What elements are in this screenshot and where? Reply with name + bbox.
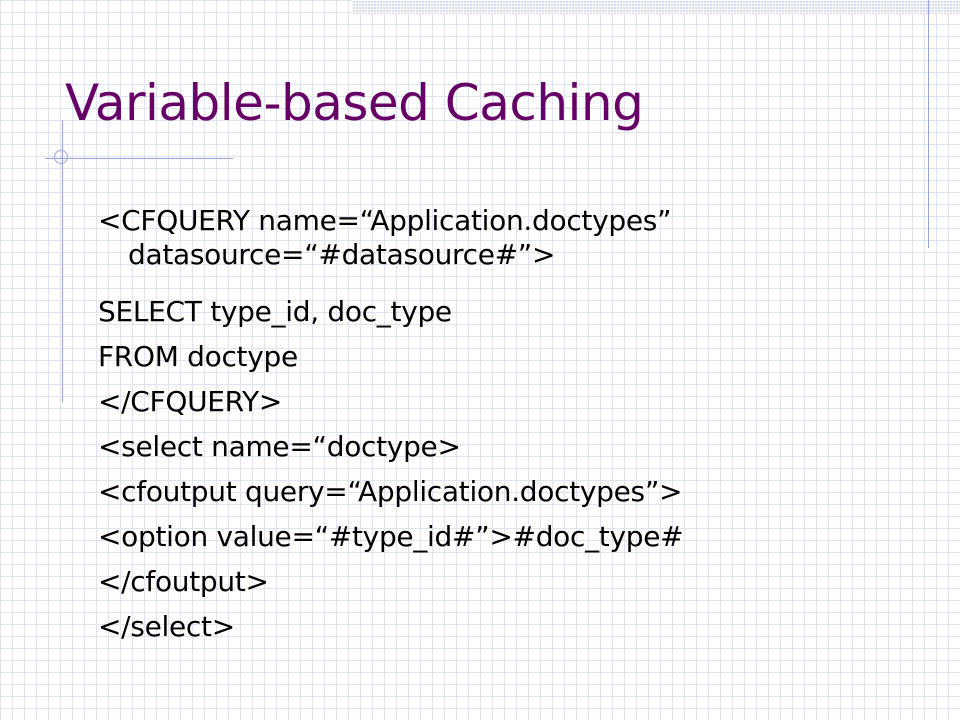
slide-title: Variable-based Caching: [65, 74, 644, 132]
decorative-left-line: [62, 120, 63, 402]
code-listing: <CFQUERY name=“Application.doctypes” dat…: [98, 204, 684, 655]
code-line-option: <option value=“#type_id#”>#doc_type#: [98, 520, 684, 553]
code-line-from: FROM doctype: [98, 340, 298, 373]
title-underline: [45, 158, 233, 159]
code-line-select: SELECT type_id, doc_type: [98, 295, 452, 328]
code-line-cfquery-close: </CFQUERY>: [98, 385, 283, 418]
code-line-select-tag: <select name=“doctype>: [98, 430, 461, 463]
code-line-cfoutput-open: <cfoutput query=“Application.doctypes”>: [98, 475, 683, 508]
decorative-circle-icon: [54, 150, 68, 164]
code-line-cfoutput-close: </cfoutput>: [98, 565, 269, 598]
decorative-top-bar: [352, 0, 960, 14]
code-line-cfquery-open: <CFQUERY name=“Application.doctypes”: [98, 204, 672, 237]
decorative-right-line: [928, 0, 929, 248]
code-line-datasource: datasource=“#datasource#”>: [128, 238, 556, 271]
code-line-select-close: </select>: [98, 610, 235, 643]
